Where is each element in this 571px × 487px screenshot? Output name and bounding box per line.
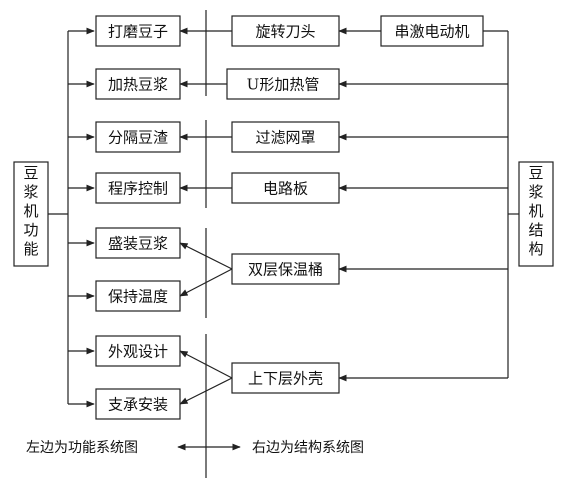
- function-box-separate: 分隔豆渣: [95, 121, 181, 153]
- structure-group-label: 豆浆机结构: [528, 164, 543, 258]
- function-box-control: 程序控制: [95, 172, 181, 204]
- function-label: 保持温度: [108, 288, 168, 306]
- function-group-label: 豆浆机功能: [23, 164, 38, 258]
- structure-group-box: 豆浆机结构: [518, 161, 554, 267]
- motor-box: 串激电动机: [380, 15, 484, 47]
- component-box-shell: 上下层外壳: [231, 362, 340, 394]
- component-label: 过滤网罩: [255, 129, 315, 147]
- component-label: 上下层外壳: [248, 370, 323, 388]
- function-label: 支承安装: [108, 396, 168, 414]
- function-box-heat: 加热豆浆: [95, 68, 181, 100]
- component-box-blade: 旋转刀头: [231, 15, 340, 47]
- caption-left: 左边为功能系统图: [26, 440, 138, 456]
- function-group-box: 豆浆机功能: [13, 161, 49, 267]
- caption: 左边为功能系统图 右边为结构系统图: [26, 440, 364, 456]
- function-label: 打磨豆子: [108, 23, 168, 41]
- caption-right: 右边为结构系统图: [252, 440, 364, 456]
- function-label: 盛装豆浆: [108, 235, 168, 253]
- function-tree-connectors: [48, 27, 95, 408]
- function-box-grind: 打磨豆子: [95, 15, 181, 47]
- structure-tree-connectors: [338, 27, 519, 382]
- component-box-circuit-board: 电路板: [231, 172, 340, 204]
- component-box-heating-tube: U形加热管: [226, 68, 340, 100]
- component-to-function-arrows: [179, 27, 233, 405]
- motor-label: 串激电动机: [394, 23, 469, 41]
- component-box-insulated-bucket: 双层保温桶: [231, 253, 340, 285]
- function-box-appearance: 外观设计: [95, 335, 181, 367]
- function-box-hold: 盛装豆浆: [95, 227, 181, 259]
- component-label: U形加热管: [247, 76, 320, 94]
- function-label: 外观设计: [108, 343, 168, 361]
- function-box-keep-warm: 保持温度: [95, 280, 181, 312]
- component-label: 旋转刀头: [255, 23, 315, 41]
- component-label: 双层保温桶: [248, 261, 323, 279]
- function-box-support: 支承安装: [95, 388, 181, 420]
- component-label: 电路板: [263, 180, 308, 198]
- function-label: 加热豆浆: [108, 76, 168, 94]
- function-label: 程序控制: [108, 180, 168, 198]
- component-box-filter: 过滤网罩: [231, 121, 340, 153]
- function-label: 分隔豆渣: [108, 129, 168, 147]
